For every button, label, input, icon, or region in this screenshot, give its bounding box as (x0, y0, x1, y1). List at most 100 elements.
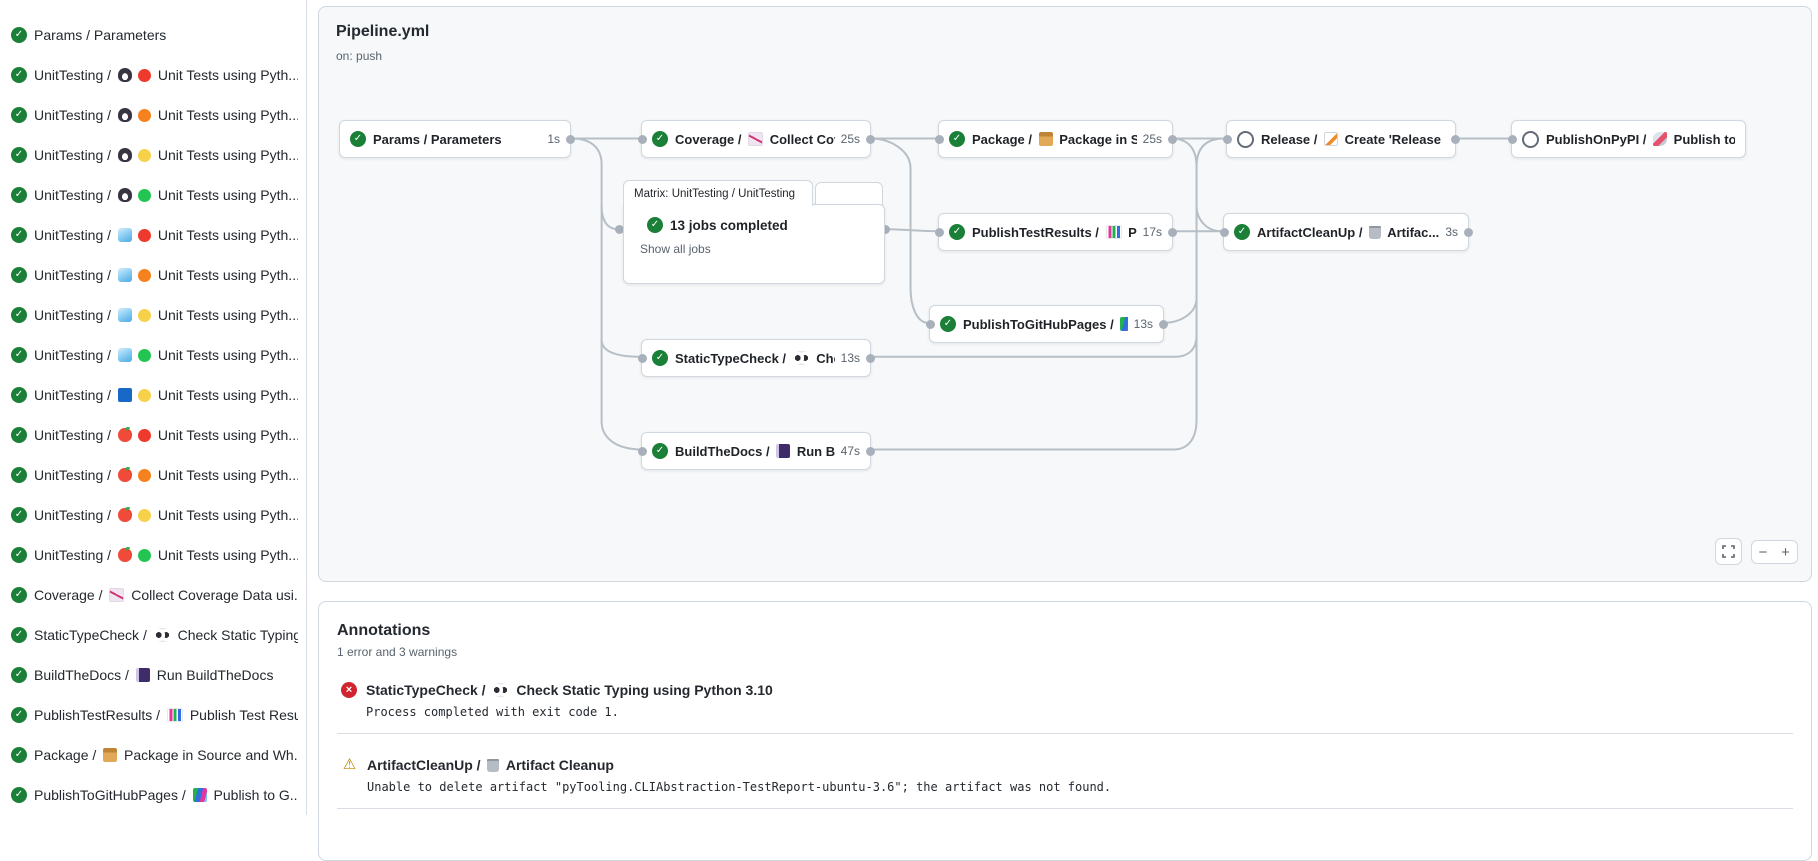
sidebar-item-unittesting-2[interactable]: ✓UnitTesting / Unit Tests using Pyth... (0, 95, 306, 135)
sidebar-item-unittesting-12[interactable]: ✓ UnitTesting / Unit Tests using Pyth... (0, 495, 306, 535)
job-label: Package / Package in Source and Wh... (34, 747, 298, 763)
success-check-icon: ✓ (11, 707, 27, 723)
left-connector-dot (637, 446, 647, 456)
success-check-icon: ✓ (949, 224, 965, 240)
graph-node-publishtogithubpages[interactable]: ✓PublishToGitHubPages / ...13s (925, 305, 1168, 343)
annotations-card: Annotations 1 error and 3 warnings ×Stat… (318, 601, 1812, 861)
sidebar-item-unittesting-9[interactable]: ✓ UnitTesting / Unit Tests using Pyth... (0, 375, 306, 415)
sidebar-item-unittesting-7[interactable]: ✓ UnitTesting / Unit Tests using Pyth... (0, 295, 306, 335)
dot-yellow-icon (137, 309, 151, 322)
sidebar-item-publishtestresults-17[interactable]: ✓ PublishTestResults / Publish Test Resu.… (0, 695, 306, 735)
dot-red-icon (137, 429, 151, 442)
graph-edges (571, 137, 1509, 451)
job-label: BuildTheDocs / Run Buil... (675, 443, 835, 459)
sidebar-item-coverage-14[interactable]: ✓Coverage / Collect Coverage Data usi... (0, 575, 306, 615)
zoom-in-button[interactable]: + (1774, 540, 1798, 564)
job-label: UnitTesting / Unit Tests using Pyth... (34, 267, 298, 283)
left-connector-dot (934, 227, 944, 237)
sidebar-item-publishtogithubpages-19[interactable]: ✓PublishToGitHubPages / Publish to G... (0, 775, 306, 815)
job-duration: 17s (1142, 225, 1162, 239)
right-connector-dot (1167, 227, 1177, 237)
fullscreen-icon (1722, 545, 1735, 558)
success-check-icon: ✓ (11, 67, 27, 83)
sidebar-item-unittesting-5[interactable]: ✓UnitTesting / Unit Tests using Pyth... (0, 215, 306, 255)
skipped-circle-icon (1522, 130, 1539, 148)
dot-yellow-icon (137, 389, 151, 402)
sidebar-item-unittesting-13[interactable]: ✓UnitTesting / Unit Tests using Pyth... (0, 535, 306, 575)
sidebar-item-unittesting-6[interactable]: ✓UnitTesting / Unit Tests using Pyth... (0, 255, 306, 295)
dot-orange-icon (137, 269, 151, 282)
sidebar-item-unittesting-10[interactable]: ✓UnitTesting / Unit Tests using Pyth... (0, 415, 306, 455)
job-label: UnitTesting / Unit Tests using Pyth... (34, 307, 298, 323)
success-check-icon: ✓ (11, 507, 27, 523)
sidebar-item-unittesting-11[interactable]: ✓UnitTesting / Unit Tests using Pyth... (0, 455, 306, 495)
books-icon (1120, 316, 1128, 331)
memo-icon (1324, 131, 1338, 146)
job-label: UnitTesting / Unit Tests using Pyth... (34, 67, 298, 83)
matrix-group: Matrix: UnitTesting / UnitTesting ✓ 13 j… (615, 180, 890, 284)
sidebar-item-statictypecheck-15[interactable]: ✓StaticTypeCheck / Check Static Typing..… (0, 615, 306, 655)
dot-green-icon (137, 549, 151, 562)
package-icon (1038, 131, 1053, 146)
graph-node-release[interactable]: Release / Create 'Release P... (1222, 120, 1460, 158)
graph-node-publishonpypi[interactable]: PublishOnPyPI / Publish to ... (1507, 120, 1746, 158)
job-label: UnitTesting / Unit Tests using Pyth... (34, 507, 298, 523)
success-check-icon: ✓ (11, 787, 27, 803)
left-connector-dot (934, 134, 944, 144)
sidebar-item-package-18[interactable]: ✓Package / Package in Source and Wh... (0, 735, 306, 775)
sidebar-item-unittesting-3[interactable]: ✓UnitTesting / Unit Tests using Pyth... (0, 135, 306, 175)
job-label: UnitTesting / Unit Tests using Pyth... (34, 467, 298, 483)
sidebar-item-unittesting-4[interactable]: ✓ UnitTesting / Unit Tests using Pyth... (0, 175, 306, 215)
success-check-icon: ✓ (11, 307, 27, 323)
left-connector-dot (925, 319, 935, 329)
rocket-icon (1653, 131, 1668, 146)
book-icon (776, 443, 791, 458)
graph-node-artifactcleanup[interactable]: ✓ArtifactCleanUp / Artifac...3s (1219, 213, 1473, 251)
sidebar-item-buildthedocs-16[interactable]: ✓BuildTheDocs / Run BuildTheDocs (0, 655, 306, 695)
graph-node-package[interactable]: ✓Package / Package in So...25s (934, 120, 1177, 158)
matrix-summary-card: ✓ 13 jobs completed Show all jobs (623, 204, 885, 284)
job-label: PublishToGitHubPages / ... (963, 316, 1128, 332)
show-all-jobs-link[interactable]: Show all jobs (640, 242, 711, 256)
success-check-icon: ✓ (11, 107, 27, 123)
fullscreen-button[interactable] (1715, 538, 1742, 565)
job-duration: 13s (1133, 317, 1153, 331)
dot-orange-icon (137, 109, 151, 122)
right-connector-dot (1167, 134, 1177, 144)
graph-node-params[interactable]: ✓Params / Parameters 1s (339, 120, 575, 158)
success-check-icon: ✓ (11, 187, 27, 203)
trash-icon (487, 761, 500, 772)
graph-node-coverage[interactable]: ✓Coverage / Collect Cove...25s (637, 120, 875, 158)
annotation-title[interactable]: ArtifactCleanUp / Artifact Cleanup (367, 757, 614, 773)
job-label: Coverage / Collect Cove... (675, 131, 835, 147)
job-label: PublishTestResults / Publish Test Resu..… (34, 707, 298, 723)
success-check-icon: ✓ (11, 427, 27, 443)
graph-node-buildthedocs[interactable]: ✓BuildTheDocs / Run Buil...47s (637, 432, 875, 470)
sidebar-item-unittesting-1[interactable]: ✓ UnitTesting / Unit Tests using Pyth... (0, 55, 306, 95)
annotation-title[interactable]: StaticTypeCheck / Check Static Typing us… (366, 682, 773, 698)
job-label: PublishOnPyPI / Publish to ... (1546, 131, 1735, 147)
success-check-icon: ✓ (11, 387, 27, 403)
right-connector-dot (565, 134, 575, 144)
graph-node-publishtestresults[interactable]: ✓PublishTestResults / Pu...17s (934, 213, 1177, 251)
job-label: UnitTesting / Unit Tests using Pyth... (34, 387, 298, 403)
annotation-message: Unable to delete artifact "pyTooling.CLI… (367, 780, 1112, 794)
bar-chart-icon (166, 708, 183, 722)
job-label: StaticTypeCheck / Chec... (675, 350, 835, 366)
annotation-error: × StaticTypeCheck / Check Static Typing u… (337, 673, 1793, 734)
zoom-out-button[interactable]: − (1751, 540, 1775, 564)
sidebar-item-params-0[interactable]: ✓Params / Parameters (0, 15, 306, 55)
error-x-icon: × (341, 682, 357, 698)
job-label: Release / Create 'Release P... (1261, 131, 1445, 147)
job-label: UnitTesting / Unit Tests using Pyth... (34, 227, 298, 243)
annotations-heading: Annotations (337, 622, 431, 639)
left-connector-dot (1219, 227, 1229, 237)
sidebar-item-unittesting-8[interactable]: ✓UnitTesting / Unit Tests using Pyth... (0, 335, 306, 375)
success-check-icon: ✓ (11, 147, 27, 163)
apple-icon (117, 508, 132, 522)
graph-node-statictypecheck[interactable]: ✓StaticTypeCheck / Chec...13s (637, 339, 875, 377)
right-connector-dot (865, 134, 875, 144)
job-label: UnitTesting / Unit Tests using Pyth... (34, 187, 298, 203)
dot-orange-icon (137, 469, 151, 482)
workflow-graph-card: Pipeline.yml on: push ✓Params / Paramete… (318, 6, 1812, 582)
